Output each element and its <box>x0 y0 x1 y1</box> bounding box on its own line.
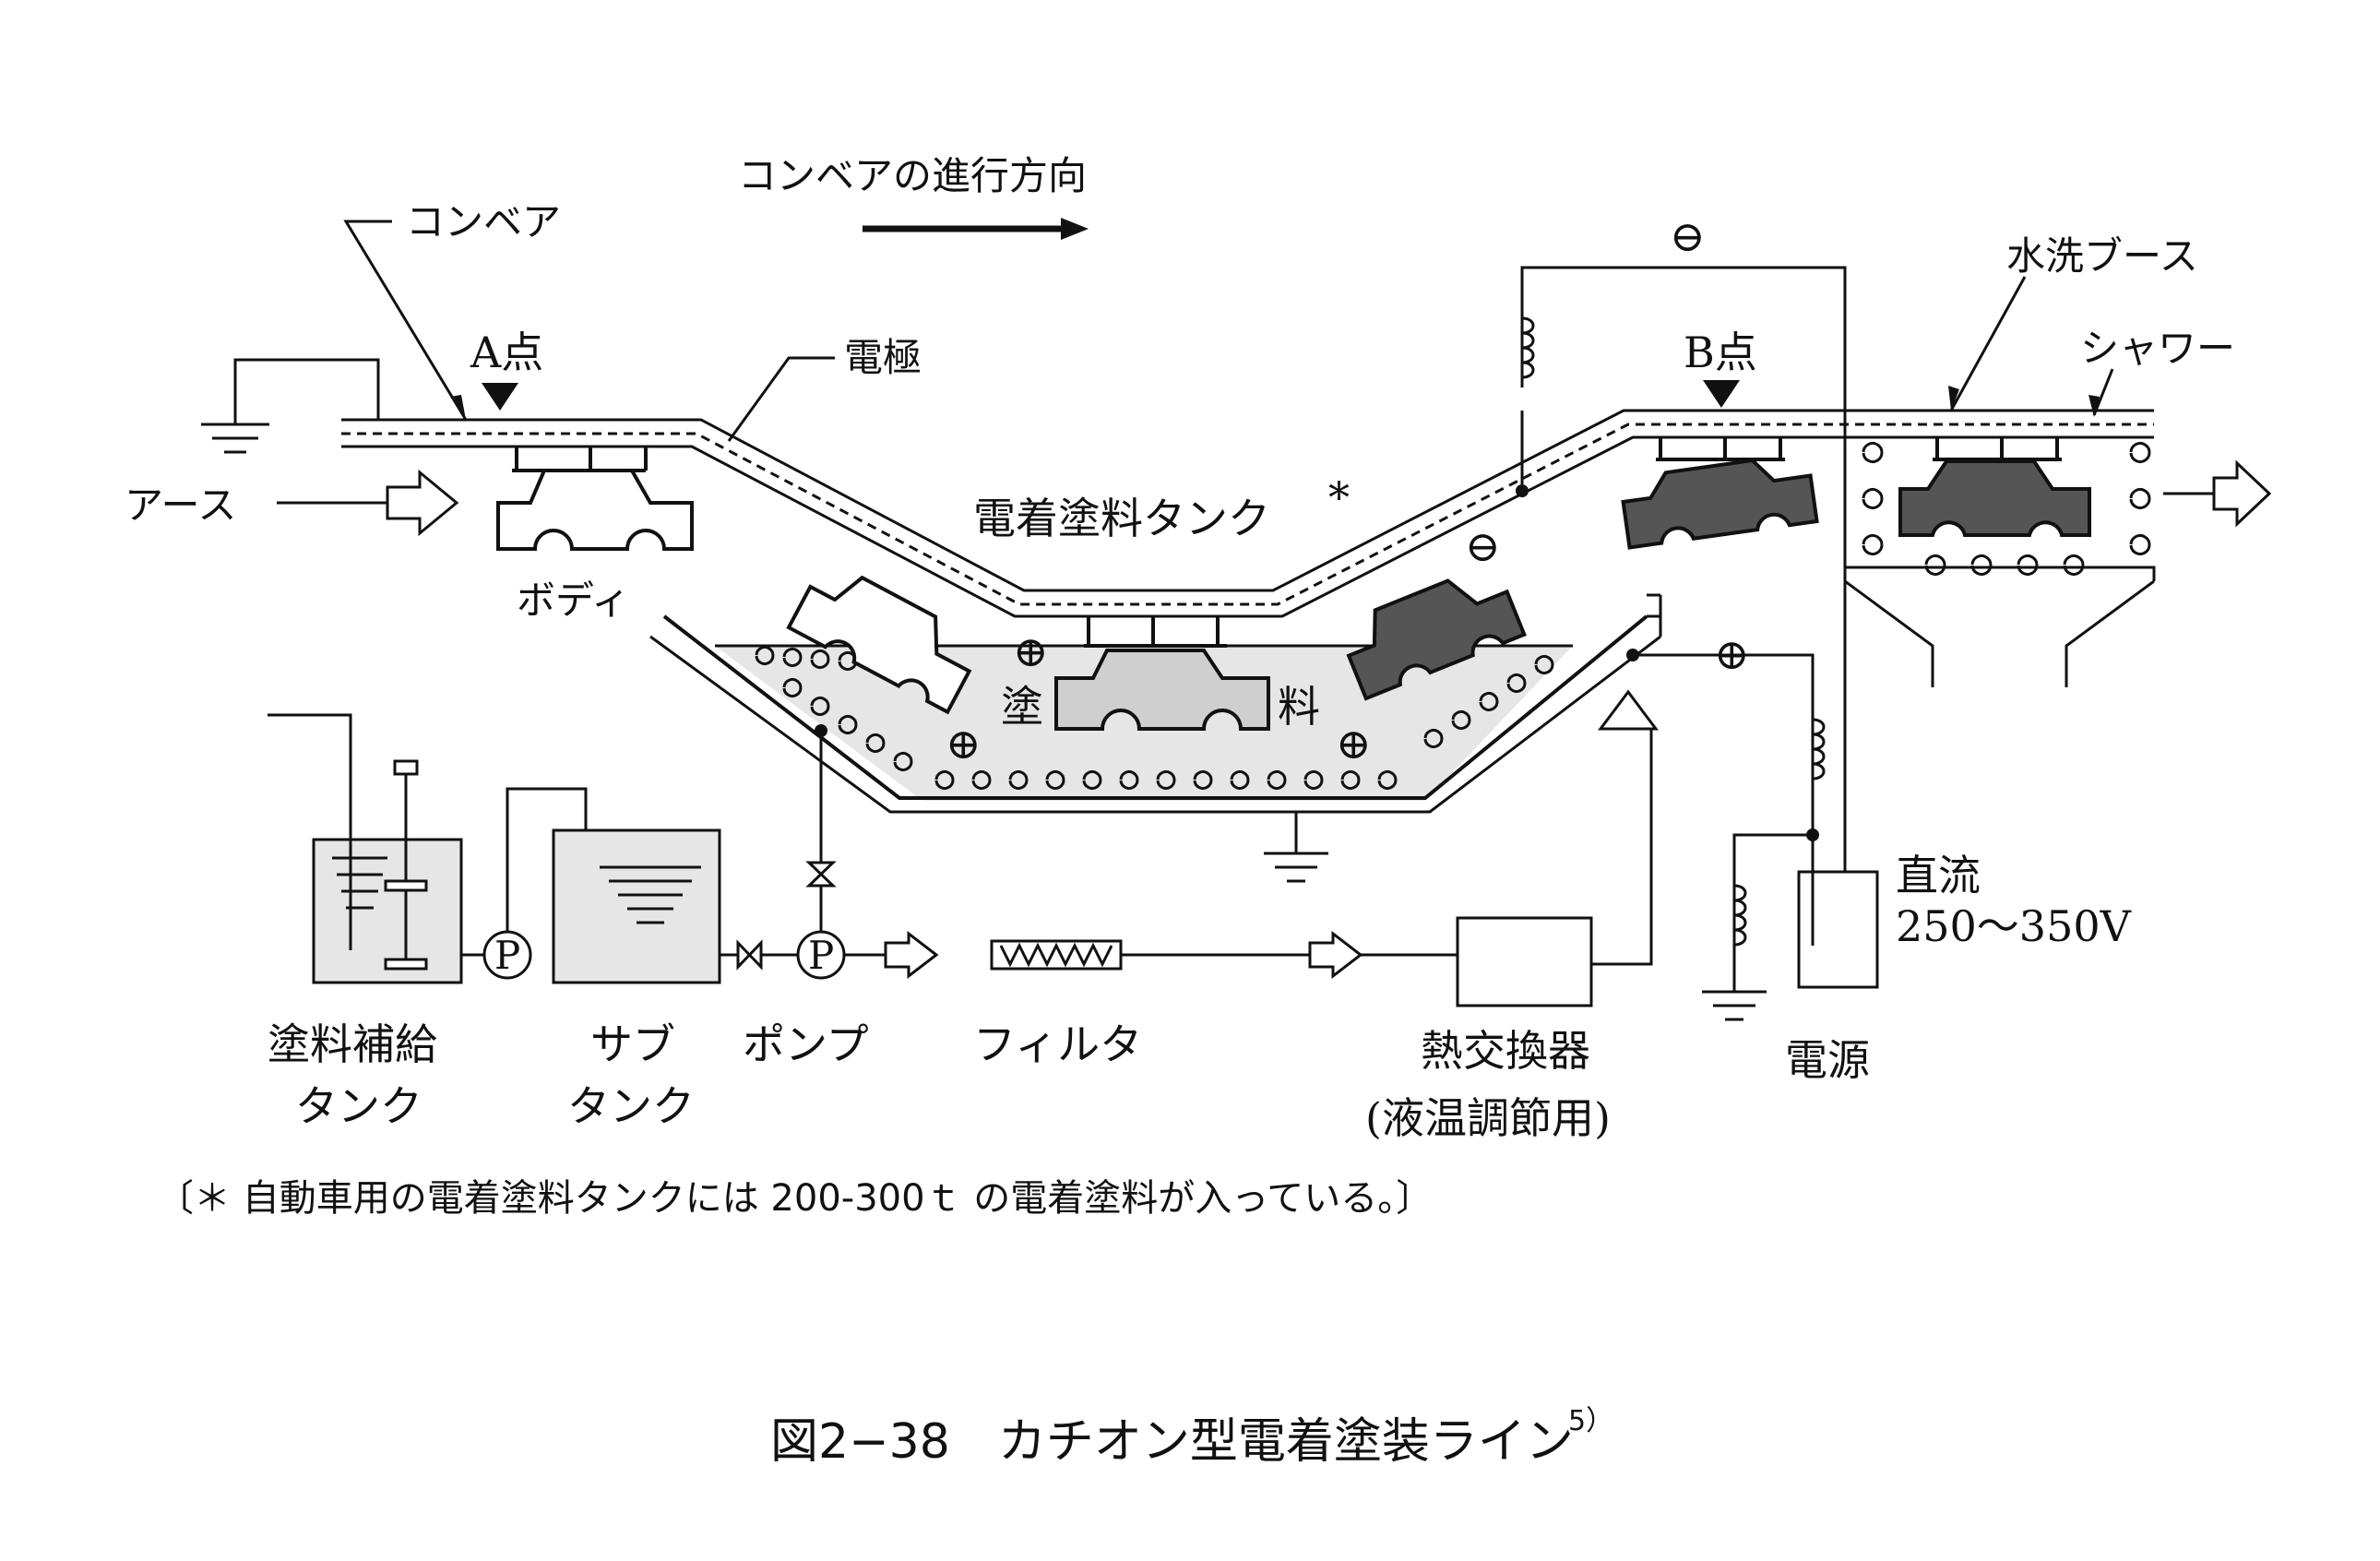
body-label: ボディ <box>517 578 630 623</box>
electrode-leader <box>727 356 835 442</box>
minus-symbol-top: ⊖ <box>1670 211 1706 261</box>
car-body-washing <box>1898 437 2091 537</box>
washing-booth-label: 水洗ブース <box>2006 233 2198 279</box>
valve-sub-tank <box>720 939 798 971</box>
point-a-label: A点 <box>470 328 543 377</box>
pump-left: P <box>461 930 532 980</box>
plus-symbol-circuit: ⊕ <box>1714 629 1750 679</box>
supply-tank-label-1: 塗料補給 <box>268 1019 437 1069</box>
filter-label: フィルタ <box>973 1019 1142 1069</box>
point-b-marker <box>1703 380 1740 408</box>
filter <box>990 939 1123 971</box>
tank-asterisk: * <box>1328 472 1350 522</box>
figure-reference: 5） <box>1568 1405 1613 1437</box>
pump-right: P <box>796 930 846 980</box>
pump-label: ポンプ <box>743 1019 869 1069</box>
sub-tank-label-2: タンク <box>567 1081 695 1131</box>
washing-booth-leader <box>1949 276 2027 411</box>
paint-label-left: 塗 <box>1001 682 1043 732</box>
car-body-point-b <box>1621 437 1819 550</box>
conveyor-label: コンベア <box>406 199 561 244</box>
conveyor-rail <box>341 409 2154 618</box>
electrode-label: 電極 <box>844 335 922 380</box>
power-circuit <box>1520 266 1879 1021</box>
heat-exchanger <box>1456 916 1593 1007</box>
voltage-label: 250〜350V <box>1896 901 2132 951</box>
flow-arrow-return <box>1598 689 1659 731</box>
pump-right-symbol: P <box>808 933 834 978</box>
plus-symbol-right: ⊕ <box>1336 719 1372 769</box>
direction-arrow <box>863 218 1089 240</box>
flow-arrow-filter <box>1308 930 1363 980</box>
pump-left-symbol: P <box>494 933 520 978</box>
power-source-label: 電源 <box>1785 1035 1870 1085</box>
minus-symbol-car: ⊖ <box>1465 521 1501 571</box>
car-body-immersed <box>1054 616 1270 731</box>
tank-label: 電着塗料タンク <box>973 494 1270 543</box>
footnote: 〔＊ 自動車用の電着塗料タンクには 200-300ｔ の電着塗料が入っている。〕 <box>157 1177 1433 1220</box>
point-a-marker <box>482 383 518 411</box>
earth-label: アース <box>125 483 236 528</box>
flow-arrow-pump <box>844 930 939 980</box>
dc-label: 直流 <box>1896 851 1981 900</box>
car-body-ascending <box>1346 578 1527 701</box>
valve-pump-return <box>805 731 837 932</box>
plus-symbol-left: ⊕ <box>946 719 982 769</box>
paint-label-right: 料 <box>1278 682 1320 732</box>
exit-arrow <box>2163 459 2272 528</box>
point-b-label: B点 <box>1684 328 1757 377</box>
shower-label: シャワー <box>2080 326 2235 371</box>
heat-exchanger-label: 熱交換器 <box>1421 1026 1590 1076</box>
figure-caption: 図2−38 カチオン型電着塗装ライン <box>770 1414 1574 1470</box>
heat-exchanger-note: (液温調節用) <box>1365 1093 1611 1143</box>
entry-arrow <box>386 469 459 537</box>
earth-ground-left <box>201 358 380 454</box>
car-body-entry <box>496 447 694 551</box>
sub-tank <box>552 828 721 984</box>
paint-supply-tank <box>268 713 463 984</box>
sub-tank-label-1: サブ <box>590 1019 675 1069</box>
car-body-descending <box>786 575 972 715</box>
plus-symbol-top: ⊕ <box>1013 626 1049 676</box>
direction-label: コンベアの進行方向 <box>738 153 1087 198</box>
earth-ground-tank <box>1264 812 1328 883</box>
supply-tank-label-2: タンク <box>295 1081 422 1131</box>
shower-leader <box>2092 368 2114 416</box>
conveyor-leader <box>343 220 468 421</box>
